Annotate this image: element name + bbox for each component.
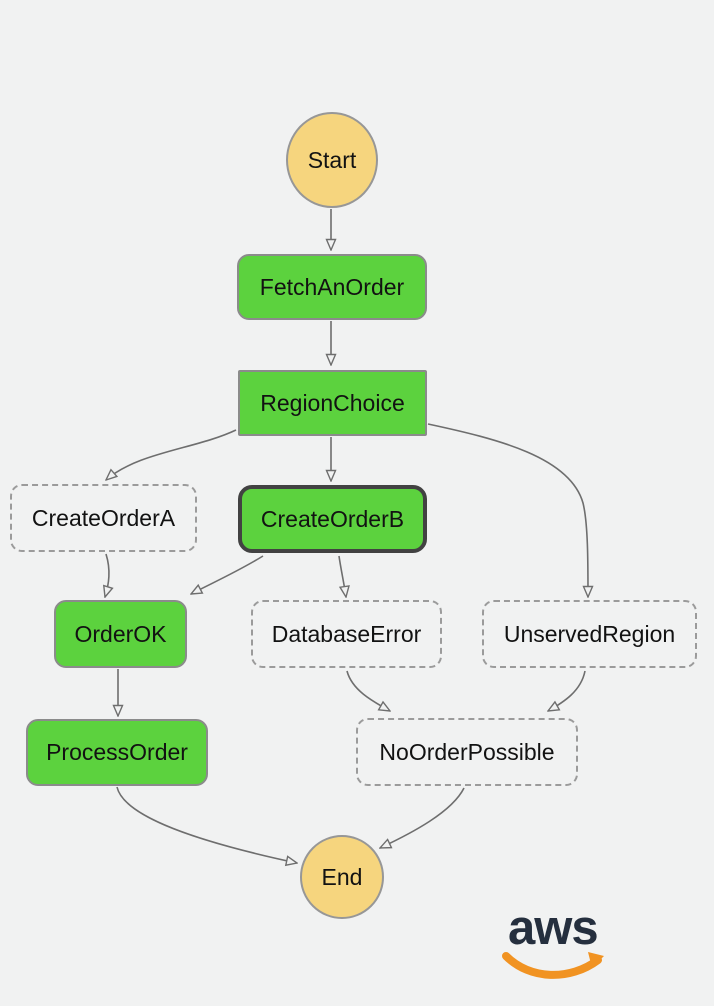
edge-unservedregion-noorderpossible	[548, 670, 586, 711]
node-end[interactable]: End	[300, 835, 384, 919]
node-no-order-possible[interactable]: NoOrderPossible	[356, 718, 578, 786]
node-fetch-an-order[interactable]: FetchAnOrder	[237, 254, 427, 320]
edge-databaseerror-noorderpossible	[346, 670, 390, 711]
edge-processorder-end	[116, 786, 297, 863]
aws-logo-text: aws	[508, 901, 599, 955]
node-region-choice[interactable]: RegionChoice	[238, 370, 427, 436]
edge-createorderb-databaseerror	[338, 555, 346, 597]
node-order-ok[interactable]: OrderOK	[54, 600, 187, 668]
node-create-order-a[interactable]: CreateOrderA	[10, 484, 197, 552]
edge-noorderpossible-end	[380, 787, 465, 848]
node-process-order[interactable]: ProcessOrder	[26, 719, 208, 786]
node-create-order-b[interactable]: CreateOrderB	[238, 485, 427, 553]
aws-logo: aws	[500, 900, 615, 990]
node-database-error[interactable]: DatabaseError	[251, 600, 442, 668]
edge-createorderb-orderok	[191, 555, 264, 594]
node-unserved-region[interactable]: UnservedRegion	[482, 600, 697, 668]
edge-createordera-orderok	[105, 553, 109, 597]
edge-regionchoice-createordera	[106, 429, 237, 480]
edge-regionchoice-unservedregion	[427, 423, 588, 597]
aws-smile-icon	[502, 952, 604, 979]
node-start[interactable]: Start	[286, 112, 378, 208]
